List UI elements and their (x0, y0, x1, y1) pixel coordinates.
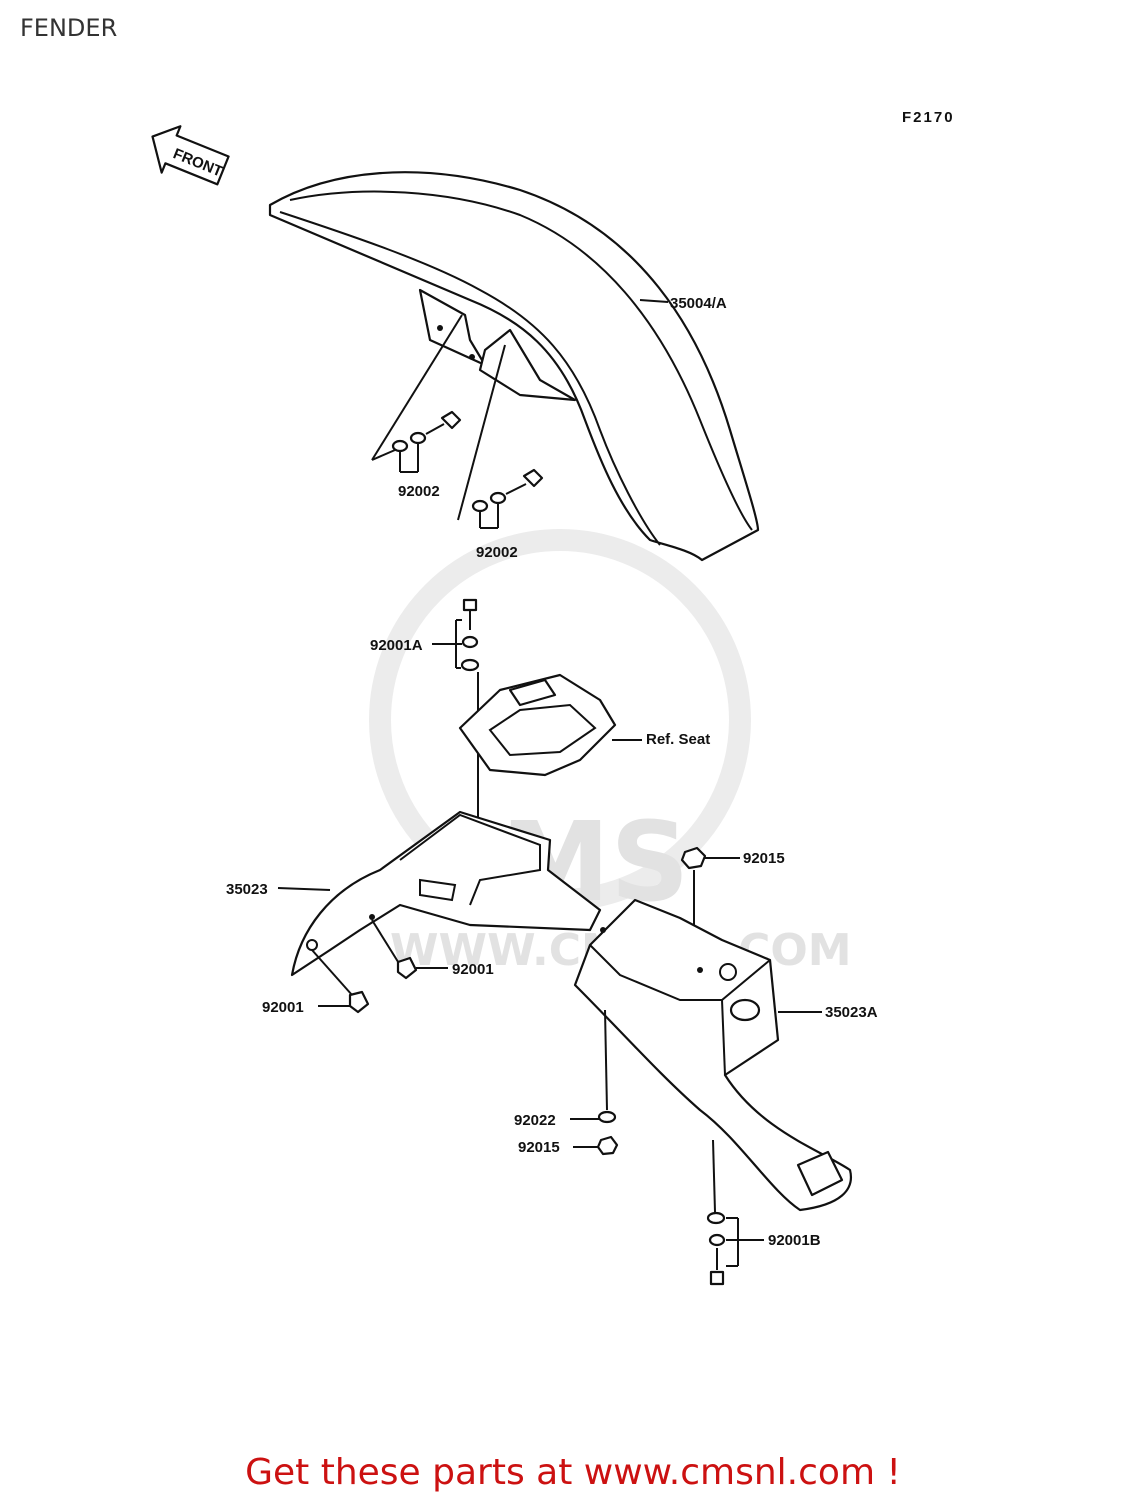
figure-code: F2170 (902, 109, 955, 126)
rear-fender-front-section (290, 810, 602, 977)
front-arrow-icon: FRONT (151, 125, 230, 186)
callout-92002-2: 92002 (476, 544, 518, 561)
front-fender (268, 171, 760, 562)
callout-ref-seat: Ref. Seat (646, 731, 710, 748)
callout-35023A: 35023A (825, 1004, 878, 1021)
bolt-left (311, 949, 370, 1014)
callout-35004A: 35004/A (670, 295, 727, 312)
callout-92002-1: 92002 (398, 483, 440, 500)
nut-lower (573, 1135, 619, 1156)
callout-92001B: 92001B (768, 1232, 821, 1249)
callout-35023: 35023 (226, 881, 268, 898)
callout-92001-right: 92001 (452, 961, 494, 978)
promo-link[interactable]: Get these parts at www.cmsnl.com ! (245, 1452, 901, 1493)
bolt-washer-set-1 (371, 314, 463, 473)
washer-lower (570, 1110, 617, 1124)
bolt-right (371, 919, 448, 980)
callout-92001A: 92001A (370, 637, 423, 654)
bolt-washer-set-2 (457, 344, 544, 529)
callout-92022: 92022 (514, 1112, 556, 1129)
page-title: FENDER (20, 14, 118, 42)
bolt-washer-stack-bottom (706, 1139, 764, 1286)
callout-92015-top: 92015 (743, 850, 785, 867)
callout-92015-lower: 92015 (518, 1139, 560, 1156)
seat-bracket (458, 673, 617, 777)
rear-fender-rear-section (573, 898, 852, 1212)
callout-92001-left: 92001 (262, 999, 304, 1016)
